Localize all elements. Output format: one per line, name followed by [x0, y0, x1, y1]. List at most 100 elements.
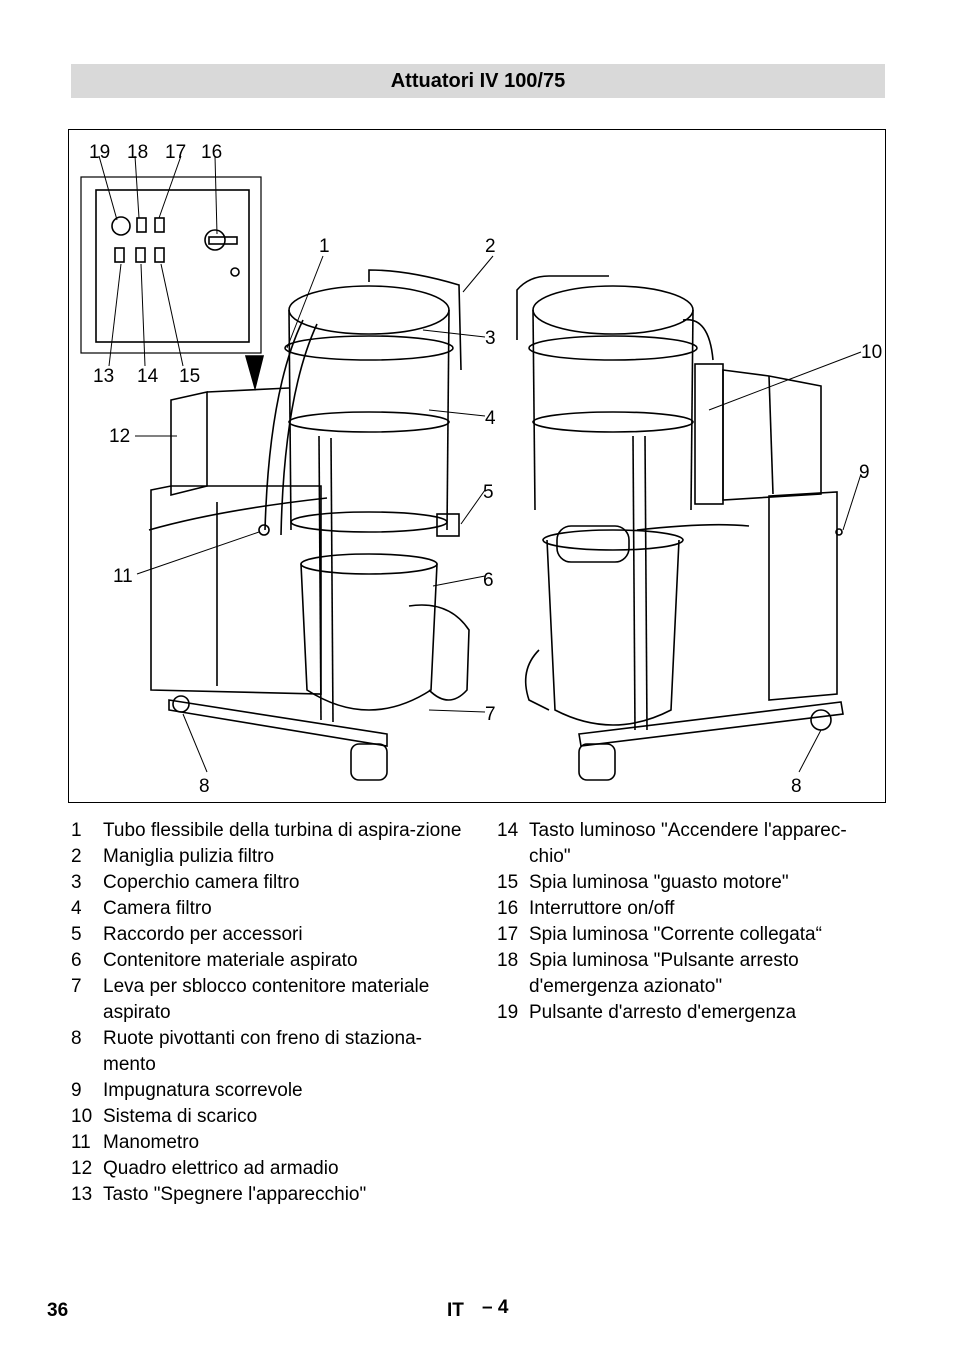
legend-item: 13 Tasto "Spegnere l'apparecchio": [71, 1182, 471, 1208]
callout-2: 2: [485, 236, 496, 257]
callout-17: 17: [165, 142, 186, 163]
legend-number: 16: [497, 898, 519, 919]
legend-item: 4 Camera filtro: [71, 896, 471, 922]
legend-text: Pulsante d'arresto d'emergenza: [529, 1002, 797, 1023]
panel-face: [95, 189, 250, 343]
callout-3: 3: [485, 328, 496, 349]
legend-text: Impugnatura scorrevole: [103, 1080, 303, 1101]
legend-item: 17 Spia luminosa "Corrente collegata“: [497, 922, 887, 948]
callout-16: 16: [201, 142, 222, 163]
panel-hole-icon: [230, 267, 240, 277]
legend-number: 2: [71, 846, 82, 867]
callout-8: 8: [199, 776, 210, 797]
legend-text: Tubo flessibile della turbina di aspira-…: [103, 820, 462, 841]
legend-text: Leva per sblocco contenitore materiale a…: [103, 976, 430, 1023]
legend-text: Manometro: [103, 1132, 200, 1153]
leader-lines: [98, 155, 862, 773]
callout-12: 12: [109, 426, 130, 447]
legend-number: 14: [497, 820, 519, 841]
legend-number: 10: [71, 1106, 93, 1127]
callout-15: 15: [179, 366, 200, 387]
legend-text: Sistema di scarico: [103, 1106, 258, 1127]
legend-item: 16 Interruttore on/off: [497, 896, 887, 922]
legend-text: Ruote pivottanti con freno di staziona-m…: [103, 1028, 422, 1075]
legend-number: 5: [71, 924, 82, 945]
callout-5: 5: [483, 482, 494, 503]
legend-item: 6 Contenitore materiale aspirato: [71, 948, 471, 974]
callout-19: 19: [89, 142, 110, 163]
legend-text: Spia luminosa "Corrente collegata“: [529, 924, 822, 945]
legend-item: 8 Ruote pivottanti con freno di staziona-…: [71, 1026, 471, 1078]
page-number: 36: [47, 1300, 69, 1321]
legend-item: 12 Quadro elettrico ad armadio: [71, 1156, 471, 1182]
legend-item: 9 Impugnatura scorrevole: [71, 1078, 471, 1104]
pointer-arrow-icon: [244, 355, 265, 392]
legend-text: Interruttore on/off: [529, 898, 675, 919]
legend-number: 15: [497, 872, 519, 893]
legend-text: Spia luminosa "Pulsante arresto d'emerge…: [529, 950, 799, 997]
legend-item: 10 Sistema di scarico: [71, 1104, 471, 1130]
legend-text: Maniglia pulizia filtro: [103, 846, 275, 867]
legend-item: 5 Raccordo per accessori: [71, 922, 471, 948]
right-machine: [516, 275, 844, 781]
legend-left: 1 Tubo flessibile della turbina di aspira…: [71, 818, 471, 1208]
lamp-15-icon: [154, 247, 165, 263]
legend-item: 14 Tasto luminoso "Accendere l'apparec-ch…: [497, 818, 887, 870]
callout-6: 6: [483, 570, 494, 591]
main-switch-icon: [204, 229, 226, 251]
callout-11: 11: [113, 566, 133, 587]
callout-18: 18: [127, 142, 148, 163]
legend-text: Quadro elettrico ad armadio: [103, 1158, 339, 1179]
button-13-icon: [114, 247, 125, 263]
legend-number: 18: [497, 950, 519, 971]
legend-number: 7: [71, 976, 82, 997]
legend-item: 18 Spia luminosa "Pulsante arresto d'emer…: [497, 948, 887, 1000]
panel-inset: [80, 176, 262, 354]
legend-item: 1 Tubo flessibile della turbina di aspira…: [71, 818, 471, 844]
section-page-number: – 4: [482, 1297, 509, 1318]
legend-number: 8: [71, 1028, 82, 1049]
legend-number: 3: [71, 872, 82, 893]
legend-text: Tasto luminoso "Accendere l'apparec-chio…: [529, 820, 847, 867]
callout-4: 4: [485, 408, 496, 429]
legend-text: Contenitore materiale aspirato: [103, 950, 358, 971]
lamp-18-icon: [136, 217, 147, 233]
page-title: Attuatori IV 100/75: [71, 64, 885, 98]
callout-14: 14: [137, 366, 159, 387]
legend-text: Raccordo per accessori: [103, 924, 303, 945]
legend-item: 3 Coperchio camera filtro: [71, 870, 471, 896]
callout-8: 8: [791, 776, 802, 797]
legend-text: Spia luminosa "guasto motore": [529, 872, 789, 893]
callout-7: 7: [485, 704, 496, 725]
button-14-icon: [135, 247, 146, 263]
switch-handle-icon: [208, 236, 238, 245]
legend-number: 1: [71, 820, 82, 841]
callout-13: 13: [93, 366, 114, 387]
legend-right: 14 Tasto luminoso "Accendere l'apparec-ch…: [497, 818, 887, 1026]
legend-number: 12: [71, 1158, 93, 1179]
emergency-stop-icon: [111, 216, 131, 236]
legend-number: 9: [71, 1080, 82, 1101]
legend-number: 11: [71, 1132, 91, 1153]
legend-item: 7 Leva per sblocco contenitore materiale …: [71, 974, 471, 1026]
legend-item: 2 Maniglia pulizia filtro: [71, 844, 471, 870]
legend-number: 13: [71, 1184, 93, 1205]
machine-drawing: [80, 155, 862, 781]
legend-text: Tasto "Spegnere l'apparecchio": [103, 1184, 367, 1205]
language-code: IT: [447, 1300, 464, 1321]
legend-item: 19 Pulsante d'arresto d'emergenza: [497, 1000, 887, 1026]
legend-text: Coperchio camera filtro: [103, 872, 300, 893]
legend-number: 19: [497, 1002, 519, 1023]
legend-number: 17: [497, 924, 519, 945]
legend-number: 6: [71, 950, 82, 971]
legend-text: Camera filtro: [103, 898, 212, 919]
callout-10: 10: [861, 342, 882, 363]
left-machine: [148, 269, 470, 781]
legend-number: 4: [71, 898, 82, 919]
legend-item: 11 Manometro: [71, 1130, 471, 1156]
callout-1: 1: [319, 236, 330, 257]
callout-9: 9: [859, 462, 870, 483]
legend-item: 15 Spia luminosa "guasto motore": [497, 870, 887, 896]
